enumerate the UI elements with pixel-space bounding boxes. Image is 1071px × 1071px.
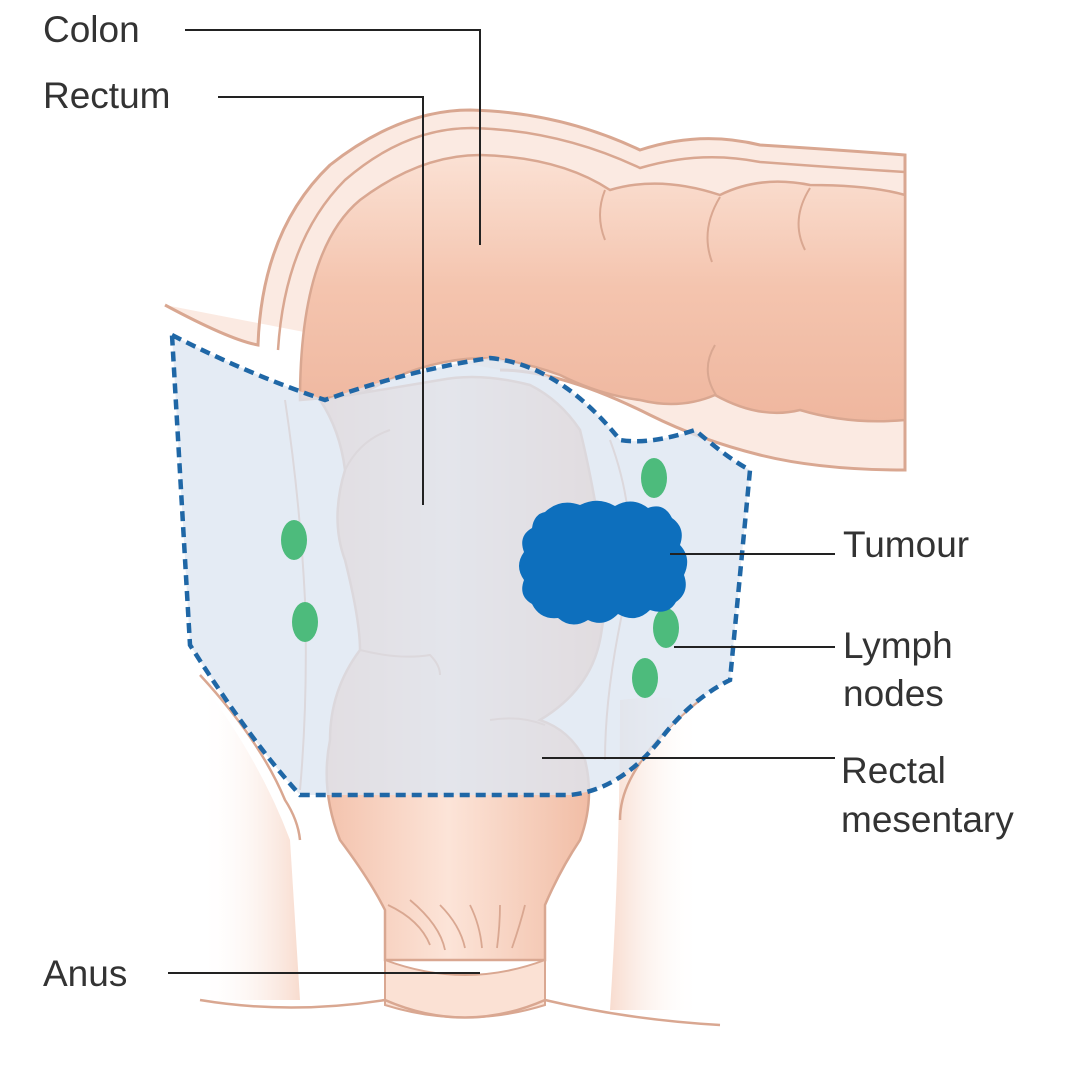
anal-columns [387, 899, 526, 951]
leader-line-colon [185, 29, 481, 245]
lymph-node-oval [641, 458, 667, 498]
lymph-node-oval [653, 608, 679, 648]
label-anus: Anus [43, 953, 128, 994]
leader-line-rectum [218, 96, 424, 505]
label-rectum: Rectum [43, 75, 171, 116]
label-lymph-nodes-line1: Lymph [843, 625, 953, 666]
label-tumour: Tumour [843, 524, 970, 565]
tumour-blob [519, 500, 688, 625]
perineum-skin [199, 998, 721, 1027]
label-rectal-mesentary-line1: Rectal [841, 750, 946, 791]
pelvic-line-left [199, 674, 302, 841]
pelvic-tissue-left [200, 680, 300, 1000]
label-lymph-nodes-line2: nodes [843, 673, 944, 714]
colon-haustra-4 [706, 344, 717, 396]
label-colon: Colon [43, 9, 140, 50]
colon-haustra-1 [599, 189, 606, 241]
colon-haustra-2 [706, 196, 721, 263]
lymph-node-oval [292, 602, 318, 642]
rectal-mesentary [169, 331, 753, 798]
lymph-node-oval [632, 658, 658, 698]
lymph-node-oval [281, 520, 307, 560]
colon-inner-line [276, 126, 906, 351]
colon [298, 153, 907, 423]
colon-haustra-3 [797, 187, 811, 251]
label-rectal-mesentary-line2: mesentary [841, 799, 1014, 840]
